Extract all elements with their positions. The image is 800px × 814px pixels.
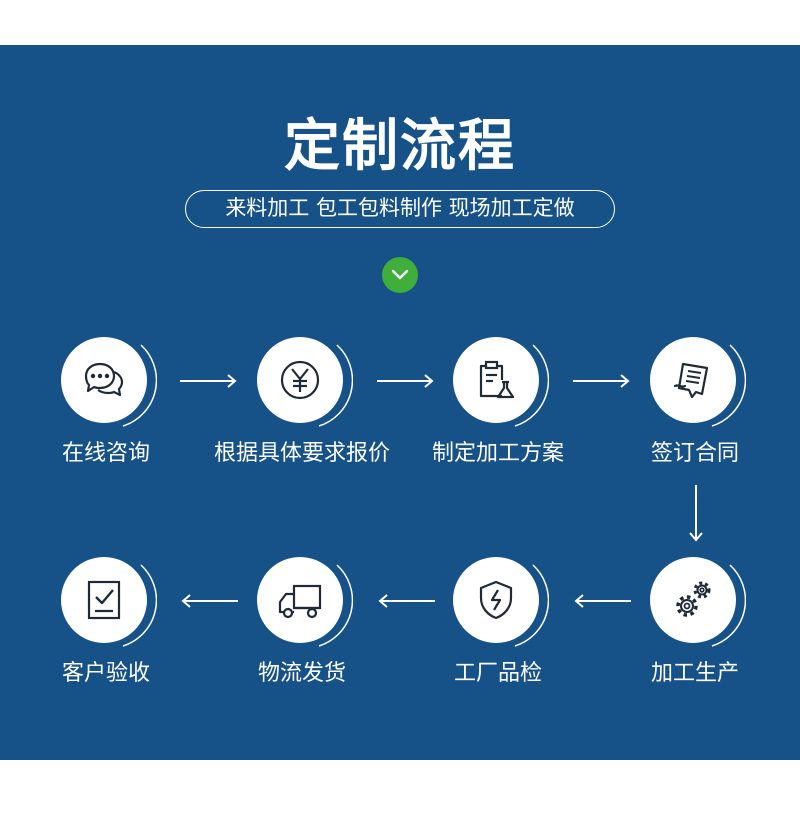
step-label: 在线咨询 (61, 441, 150, 466)
circle-arc-decoration (514, 564, 549, 647)
step-online-consult: 在线咨询 (16, 337, 196, 487)
contract-document-icon (673, 362, 709, 399)
chat-bubbles-icon (84, 362, 124, 397)
circle-arc-decoration (711, 564, 746, 647)
arrow-right-icon (377, 374, 434, 388)
step-quotation: 根据具体要求报价 (212, 337, 392, 487)
checkbox-document-icon (87, 580, 121, 620)
step-inspection: 工厂品检 (408, 557, 588, 707)
circle-arc-decoration (514, 344, 549, 427)
circle-arc-decoration (711, 344, 746, 427)
circle-arc-decoration (318, 564, 353, 647)
gears-icon (676, 581, 711, 617)
clipboard-flask-icon (479, 360, 515, 399)
arrow-right-icon (180, 374, 237, 388)
step-plan: 制定加工方案 (408, 337, 588, 487)
page-title: 定制流程 (284, 114, 516, 179)
step-label: 加工生产 (650, 661, 739, 686)
step-label: 客户验收 (61, 661, 150, 686)
yen-coin-icon (280, 360, 320, 400)
circle-arc-decoration (318, 344, 353, 427)
circle-arc-decoration (122, 344, 157, 427)
step-sign-contract: 签订合同 (605, 337, 785, 487)
arrow-left-icon (181, 594, 238, 608)
step-label: 制定加工方案 (431, 441, 564, 466)
process-panel: 定制流程 来料加工 包工包料制作 现场加工定做 在线咨询 (0, 45, 800, 760)
step-logistics: 物流发货 (212, 557, 392, 707)
step-label: 根据具体要求报价 (213, 441, 390, 466)
arrow-left-icon (574, 594, 631, 608)
chevron-down-icon (382, 257, 418, 293)
arrow-down-icon (689, 485, 703, 542)
subtitle-pill: 来料加工 包工包料制作 现场加工定做 (185, 190, 615, 228)
step-label: 物流发货 (257, 661, 346, 686)
delivery-truck-icon (278, 584, 322, 619)
step-label: 签订合同 (650, 441, 739, 466)
circle-arc-decoration (122, 564, 157, 647)
step-production: 加工生产 (605, 557, 785, 707)
step-acceptance: 客户验收 (16, 557, 196, 707)
arrow-left-icon (378, 594, 435, 608)
step-label: 工厂品检 (453, 661, 542, 686)
arrow-right-icon (573, 374, 630, 388)
shield-lightning-icon (479, 580, 513, 620)
